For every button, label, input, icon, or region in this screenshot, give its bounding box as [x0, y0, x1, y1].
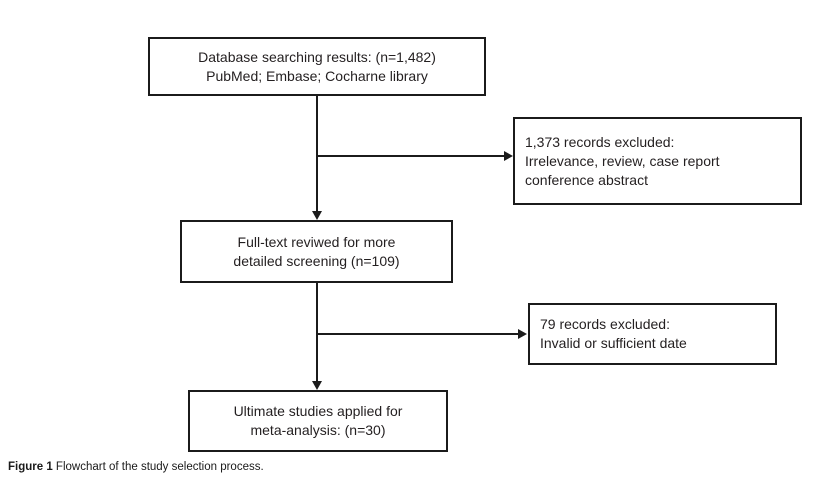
box-fulltext-line2: detailed screening (n=109) [233, 252, 400, 269]
figure-caption-text: Flowchart of the study selection process… [52, 461, 264, 473]
box-fulltext-line1: Full-text reviwed for more [237, 233, 396, 250]
connector-database-to-fulltext [316, 96, 318, 212]
arrowhead-down-icon [312, 381, 322, 390]
figure-caption-label: Figure 1 [8, 461, 53, 473]
box-final-line2: meta-analysis: (n=30) [250, 422, 386, 438]
box-database-line2: PubMed; Embase; Cocharne library [206, 67, 428, 84]
arrowhead-right-icon [518, 329, 527, 339]
connector-branch-excluded2 [316, 333, 519, 335]
arrowhead-right-icon [504, 151, 513, 161]
connector-fulltext-to-final [316, 283, 318, 382]
box-excluded2-line2: Invalid or sufficient date [540, 335, 687, 351]
arrowhead-down-icon [312, 211, 322, 220]
box-excluded2-line1: 79 records excluded: [540, 316, 670, 332]
box-fulltext-review: Full-text reviwed for more detailed scre… [180, 220, 453, 283]
figure-caption: Figure 1 Flowchart of the study selectio… [8, 460, 264, 474]
box-records-excluded-2: 79 records excluded: Invalid or sufficie… [528, 303, 777, 365]
box-excluded1-line3: conference abstract [525, 171, 648, 188]
box-final-studies: Ultimate studies applied for meta-analys… [188, 390, 448, 452]
box-final-line1: Ultimate studies applied for [233, 403, 403, 419]
box-database-searching: Database searching results: (n=1,482) Pu… [148, 37, 486, 96]
connector-branch-excluded1 [316, 155, 505, 157]
box-excluded1-line1: 1,373 records excluded: [525, 133, 675, 150]
box-database-line1: Database searching results: (n=1,482) [198, 48, 436, 65]
box-excluded1-line2: Irrelevance, review, case report [525, 152, 720, 169]
box-records-excluded-1: 1,373 records excluded: Irrelevance, rev… [513, 117, 802, 205]
